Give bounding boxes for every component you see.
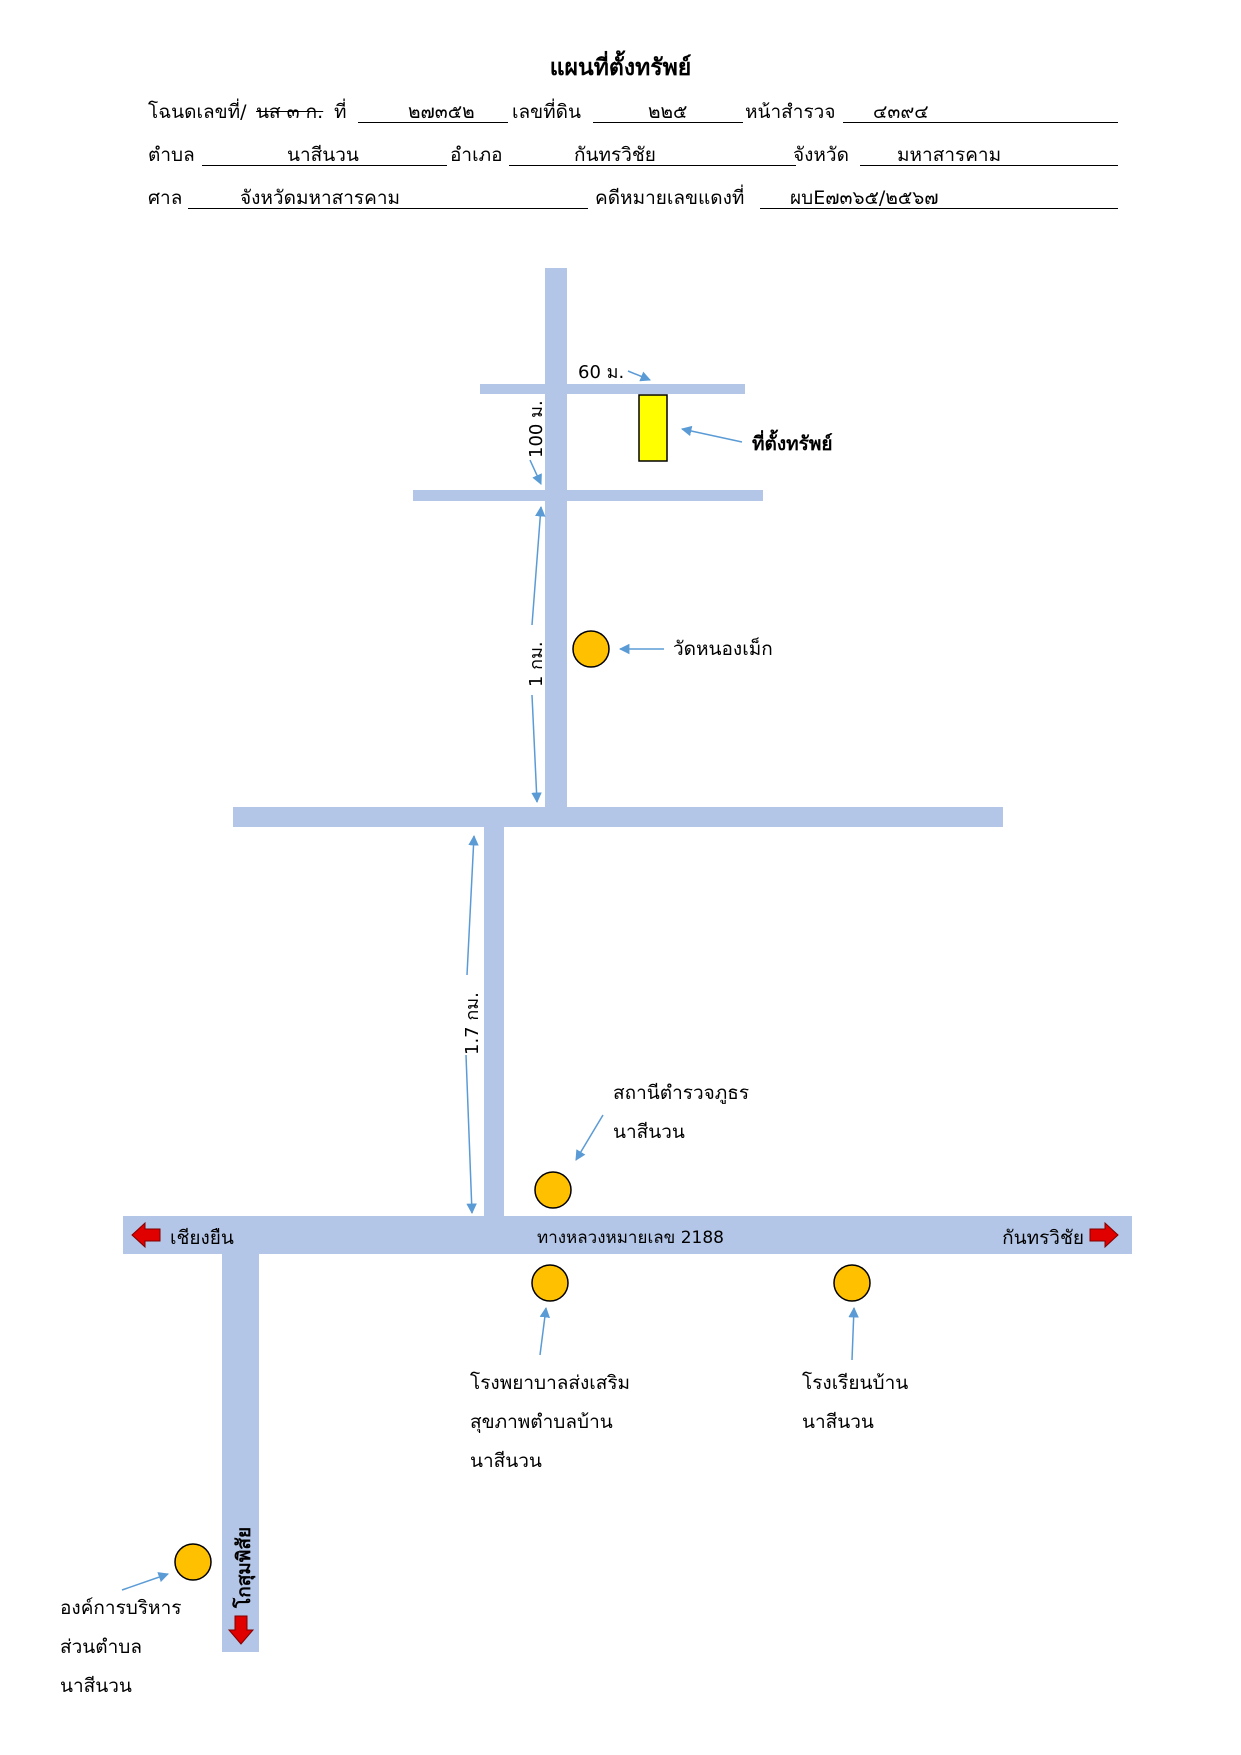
road-south-vertical bbox=[222, 1254, 259, 1652]
distance-60m-label: 60 ม. bbox=[578, 362, 624, 383]
district-label: อำเภอ bbox=[450, 144, 503, 166]
temple-label: วัดหนองเม็ก bbox=[673, 636, 773, 660]
road-middle-cross bbox=[233, 807, 1003, 827]
south-direction-label: โกสุมพิสัย bbox=[232, 1527, 256, 1609]
deed-no-value: ๒๗๓๕๒ bbox=[408, 101, 475, 123]
deed-type-struck: นส ๓ ก. bbox=[256, 101, 324, 123]
sao-marker bbox=[174, 1543, 212, 1581]
arrow-icon bbox=[465, 1054, 477, 1215]
arrow-icon bbox=[531, 505, 546, 626]
survey-page-field: ๔๓๙๔ bbox=[843, 97, 1118, 123]
hospital-label-line2: สุขภาพตำบลบ้าน bbox=[470, 1411, 613, 1434]
road-north-vertical bbox=[545, 268, 567, 808]
land-no-value: ๒๒๕ bbox=[648, 101, 688, 123]
hospital-label-line1: โรงพยาบาลส่งเสริม bbox=[470, 1371, 630, 1394]
police-label-line1: สถานีตำรวจภูธร bbox=[613, 1082, 749, 1104]
arrow-icon bbox=[466, 834, 479, 976]
location-row: ตำบล นาสีนวน อำเภอ กันทรวิชัย จังหวัด มห… bbox=[148, 140, 1120, 168]
school-marker bbox=[833, 1264, 871, 1302]
province-label: จังหวัด bbox=[793, 144, 849, 166]
deed-label: โฉนดเลขที่/ bbox=[148, 101, 247, 123]
deed-no-field: ๒๗๓๕๒ bbox=[358, 97, 508, 123]
land-no-field: ๒๒๕ bbox=[593, 97, 743, 123]
arrow-icon bbox=[531, 694, 542, 804]
district-value: กันทรวิชัย bbox=[574, 144, 656, 166]
survey-page-label: หน้าสำรวจ bbox=[745, 101, 836, 123]
subdistrict-field: นาสีนวน bbox=[202, 140, 447, 166]
road-middle-vertical bbox=[484, 827, 504, 1217]
red-direction-arrow-icon bbox=[131, 1221, 161, 1249]
case-value: ผบE๗๓๖๕/๒๕๖๗ bbox=[790, 187, 939, 209]
temple-marker bbox=[572, 630, 610, 668]
arrow-icon bbox=[539, 1306, 551, 1356]
police-label-line2: นาสีนวน bbox=[613, 1121, 685, 1143]
court-field: จังหวัดมหาสารคาม bbox=[188, 183, 588, 209]
hospital-label-line3: นาสีนวน bbox=[470, 1450, 542, 1472]
deed-no-label: ที่ bbox=[334, 101, 347, 123]
east-direction-label: กันทรวิชัย bbox=[1002, 1227, 1084, 1249]
sao-label-line1: องค์การบริหาร bbox=[60, 1597, 181, 1619]
subdistrict-value: นาสีนวน bbox=[287, 144, 359, 166]
deed-row: โฉนดเลขที่/ นส ๓ ก. ที่ ๒๗๓๕๒ เลขที่ดิน … bbox=[148, 97, 1120, 125]
arrow-icon bbox=[848, 1306, 859, 1361]
west-direction-label: เชียงยืน bbox=[170, 1227, 234, 1249]
distance-1km-label: 1 กม. bbox=[526, 641, 547, 687]
distance-100m-label: 100 ม. bbox=[526, 400, 547, 458]
road-upper-cross bbox=[413, 490, 763, 501]
court-label: ศาล bbox=[148, 187, 183, 209]
police-marker bbox=[534, 1171, 572, 1209]
arrow-icon bbox=[121, 1572, 169, 1591]
hospital-marker bbox=[531, 1264, 569, 1302]
highway-label: ทางหลวงหมายเลข 2188 bbox=[537, 1228, 724, 1248]
province-field: มหาสารคาม bbox=[860, 140, 1118, 166]
land-no-label: เลขที่ดิน bbox=[512, 101, 581, 123]
arrow-icon bbox=[575, 1114, 604, 1161]
court-row: ศาล จังหวัดมหาสารคาม คดีหมายเลขแดงที่ ผบ… bbox=[148, 183, 1120, 211]
school-label-line2: นาสีนวน bbox=[802, 1411, 874, 1433]
school-label-line1: โรงเรียนบ้าน bbox=[802, 1371, 908, 1394]
red-direction-arrow-icon bbox=[227, 1615, 255, 1645]
red-direction-arrow-icon bbox=[1089, 1221, 1119, 1249]
subdistrict-label: ตำบล bbox=[148, 144, 195, 166]
province-value: มหาสารคาม bbox=[897, 144, 1002, 166]
distance-1-7km-label: 1.7 กม. bbox=[462, 992, 483, 1055]
court-value: จังหวัดมหาสารคาม bbox=[240, 187, 401, 209]
arrow-icon bbox=[627, 370, 651, 382]
property-marker bbox=[638, 394, 668, 462]
roads bbox=[123, 268, 1132, 1652]
highway-2188 bbox=[123, 1216, 1132, 1254]
case-label: คดีหมายเลขแดงที่ bbox=[595, 187, 745, 209]
property-label: ที่ตั้งทรัพย์ bbox=[752, 429, 833, 455]
sao-label-line2: ส่วนตำบล bbox=[60, 1636, 142, 1658]
road-top-short bbox=[480, 384, 745, 394]
arrow-icon bbox=[680, 425, 743, 443]
case-field: ผบE๗๓๖๕/๒๕๖๗ bbox=[760, 183, 1118, 209]
district-field: กันทรวิชัย bbox=[509, 140, 796, 166]
sao-label-line3: นาสีนวน bbox=[60, 1675, 132, 1697]
page-title: แผนที่ตั้งทรัพย์ bbox=[549, 55, 692, 81]
survey-page-value: ๔๓๙๔ bbox=[873, 101, 929, 123]
arrow-icon bbox=[529, 459, 542, 485]
